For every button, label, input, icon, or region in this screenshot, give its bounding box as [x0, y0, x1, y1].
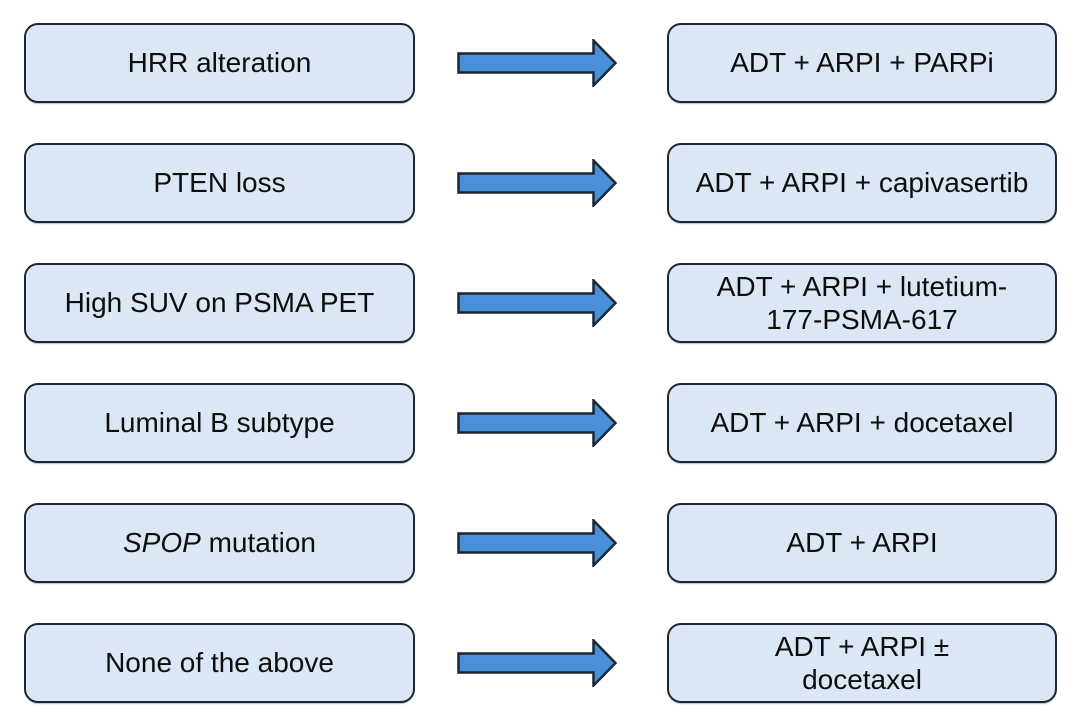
- condition-label: None of the above: [105, 647, 334, 679]
- condition-gene-name: SPOP: [123, 527, 201, 559]
- condition-box-spop-mutation: SPOP mutation: [24, 503, 415, 583]
- treatment-box-capivasertib: ADT + ARPI + capivasertib: [667, 143, 1057, 223]
- algorithm-row-spop: SPOP mutation ADT + ARPI: [0, 503, 1080, 583]
- condition-label: HRR alteration: [127, 47, 312, 79]
- treatment-box-lutetium-psma: ADT + ARPI + lutetium- 177-PSMA-617: [667, 263, 1057, 343]
- algorithm-row-psma: High SUV on PSMA PET ADT + ARPI + luteti…: [0, 263, 1080, 343]
- condition-label: High SUV on PSMA PET: [64, 287, 375, 319]
- treatment-label: ADT + ARPI + capivasertib: [695, 167, 1029, 199]
- algorithm-row-none: None of the above ADT + ARPI ± docetaxel: [0, 623, 1080, 703]
- treatment-label: ADT + ARPI: [786, 527, 938, 559]
- treatment-label-line2: 177-PSMA-617: [766, 304, 958, 335]
- algorithm-row-luminal-b: Luminal B subtype ADT + ARPI + docetaxel: [0, 383, 1080, 463]
- treatment-label: ADT + ARPI + PARPi: [730, 47, 994, 79]
- condition-box-luminal-b-subtype: Luminal B subtype: [24, 383, 415, 463]
- right-arrow-icon: [457, 279, 618, 327]
- condition-box-pten-loss: PTEN loss: [24, 143, 415, 223]
- condition-rest: mutation: [208, 527, 316, 559]
- treatment-label-line1: ADT + ARPI ±: [774, 630, 950, 662]
- right-arrow-icon: [457, 39, 618, 87]
- treatment-box-adt-arpi: ADT + ARPI: [667, 503, 1057, 583]
- treatment-label-line1: ADT + ARPI + lutetium-: [716, 270, 1008, 302]
- algorithm-row-pten: PTEN loss ADT + ARPI + capivasertib: [0, 143, 1080, 223]
- right-arrow-icon: [457, 639, 618, 687]
- right-arrow-icon: [457, 159, 618, 207]
- condition-label: PTEN loss: [153, 167, 286, 199]
- treatment-label-line2: docetaxel: [802, 664, 922, 695]
- condition-box-hrr-alteration: HRR alteration: [24, 23, 415, 103]
- condition-label: SPOP mutation: [123, 526, 316, 559]
- right-arrow-icon: [457, 519, 618, 567]
- algorithm-row-hrr: HRR alteration ADT + ARPI + PARPi: [0, 23, 1080, 103]
- treatment-box-docetaxel: ADT + ARPI + docetaxel: [667, 383, 1057, 463]
- right-arrow-icon: [457, 399, 618, 447]
- treatment-label: ADT + ARPI + docetaxel: [710, 407, 1014, 439]
- condition-box-none-of-the-above: None of the above: [24, 623, 415, 703]
- treatment-box-parpi: ADT + ARPI + PARPi: [667, 23, 1057, 103]
- treatment-box-adt-arpi-plusminus-docetaxel: ADT + ARPI ± docetaxel: [667, 623, 1057, 703]
- condition-label: Luminal B subtype: [104, 407, 335, 439]
- condition-box-high-suv-psma-pet: High SUV on PSMA PET: [24, 263, 415, 343]
